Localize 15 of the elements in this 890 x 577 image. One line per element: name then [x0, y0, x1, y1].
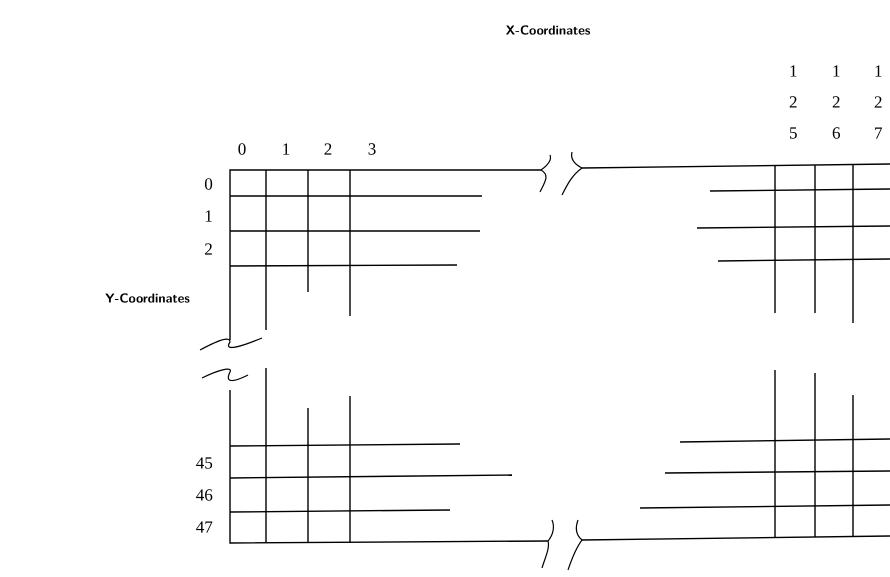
axis-title: X-Coordinates [506, 25, 590, 35]
coordinate-number: 0 [204, 178, 212, 190]
coordinate-number: 46 [196, 489, 212, 501]
coordinate-number: 1 [206, 210, 212, 222]
coordinate-number: 1 [283, 143, 290, 155]
coordinate-number: 0 [238, 143, 246, 155]
coordinate-number: 1 2 5 [790, 65, 797, 139]
coordinate-number: 2 [205, 243, 212, 255]
coordinate-number: 1 2 7 [874, 65, 882, 139]
coordinate-number: 1 2 6 [832, 65, 840, 139]
coordinate-number: 3 [368, 143, 376, 155]
coordinate-number: 45 [196, 457, 212, 469]
axis-title: Y-Coordinates [105, 293, 190, 303]
coordinate-number: 47 [196, 521, 212, 533]
coordinate-number: 2 [324, 143, 332, 155]
